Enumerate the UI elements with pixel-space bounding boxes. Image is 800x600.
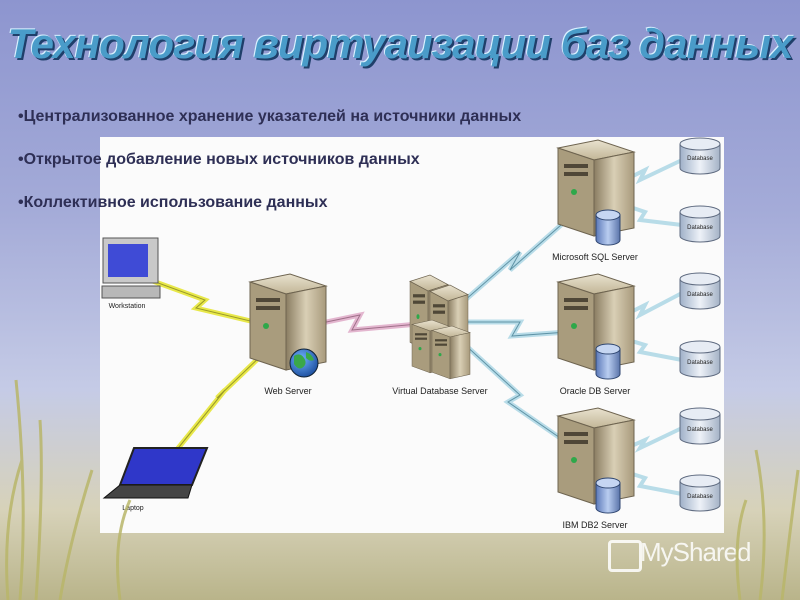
oracle-db-icon bbox=[595, 343, 621, 380]
workstation-label: Workstation bbox=[109, 303, 146, 310]
web-server-label: Web Server bbox=[264, 386, 311, 396]
bullet-item: •Коллективное использование данных bbox=[18, 194, 328, 211]
mssql-server-label: Microsoft SQL Server bbox=[552, 252, 638, 262]
laptop-label: Laptop bbox=[122, 505, 144, 512]
db2-server-label: IBM DB2 Server bbox=[562, 520, 627, 530]
database-label: Database bbox=[687, 292, 713, 298]
watermark: MyShared bbox=[640, 537, 751, 567]
grass-decoration bbox=[5, 379, 800, 600]
mssql-db-icon bbox=[595, 209, 621, 246]
database-cylinder: Database bbox=[679, 137, 721, 175]
globe-icon bbox=[289, 348, 319, 378]
database-cylinder: Database bbox=[679, 272, 721, 310]
virtual-database-server-icon bbox=[409, 274, 471, 380]
database-cylinder: Database bbox=[679, 474, 721, 512]
database-cylinder: Database bbox=[679, 205, 721, 243]
bullet-item: •Открытое добавление новых источников да… bbox=[18, 151, 420, 168]
db2-db-icon bbox=[595, 477, 621, 514]
database-cylinder: Database bbox=[679, 407, 721, 445]
database-label: Database bbox=[687, 156, 713, 162]
database-label: Database bbox=[687, 494, 713, 500]
virtual-database-server-label: Virtual Database Server bbox=[392, 386, 487, 396]
bullet-list: •Централизованное хранение указателей на… bbox=[18, 108, 521, 237]
slide-title: Технология виртуаизации баз данных bbox=[7, 20, 794, 67]
watermark-icon bbox=[608, 540, 642, 572]
database-label: Database bbox=[687, 360, 713, 366]
bullet-item: •Централизованное хранение указателей на… bbox=[18, 108, 522, 125]
database-label: Database bbox=[687, 427, 713, 433]
database-cylinder: Database bbox=[679, 340, 721, 378]
oracle-server-label: Oracle DB Server bbox=[560, 386, 631, 396]
laptop-icon bbox=[102, 447, 209, 499]
workstation-icon bbox=[101, 237, 161, 299]
database-label: Database bbox=[687, 225, 713, 231]
